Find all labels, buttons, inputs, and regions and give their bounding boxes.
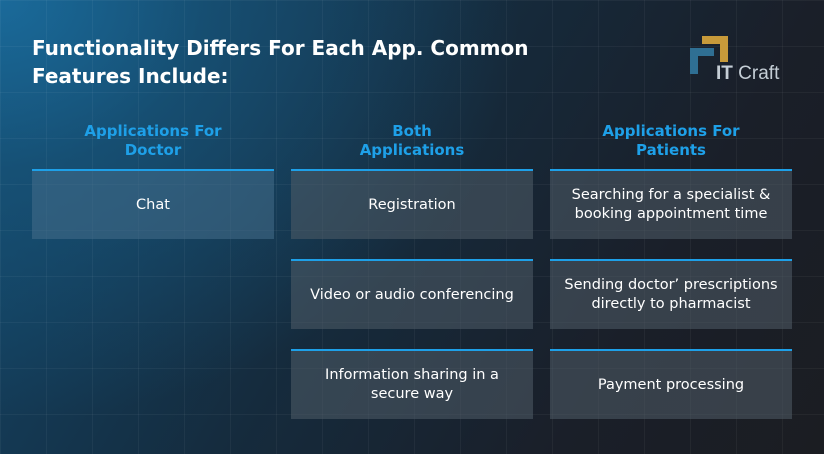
heading-patients-line-1: Applications For xyxy=(602,122,740,140)
heading-patients: Applications For Patients xyxy=(550,122,792,160)
heading-doctor-line-1: Applications For xyxy=(84,122,222,140)
heading-doctor: Applications For Doctor xyxy=(32,122,274,160)
feature-card-chat: Chat xyxy=(32,169,274,239)
heading-both-line-1: Both xyxy=(392,122,432,140)
feature-card-registration: Registration xyxy=(291,169,533,239)
feature-card-payment-processing: Payment processing xyxy=(550,349,792,419)
heading-both: Both Applications xyxy=(291,122,533,160)
feature-card-sending-prescriptions: Sending doctor’ prescriptions directly t… xyxy=(550,259,792,329)
heading-both-line-2: Applications xyxy=(359,141,465,159)
page-title: Functionality Differs For Each App. Comm… xyxy=(32,34,632,90)
title-line-2: Features Include: xyxy=(32,64,229,88)
feature-card-information-sharing: Information sharing in a secure way xyxy=(291,349,533,419)
feature-card-searching-specialist: Searching for a specialist & booking app… xyxy=(550,169,792,239)
heading-patients-line-2: Patients xyxy=(636,141,706,159)
itcraft-logo-icon xyxy=(690,36,728,74)
logo-it: IT xyxy=(716,63,733,84)
logo-craft: Craft xyxy=(738,63,780,84)
heading-doctor-line-2: Doctor xyxy=(124,141,182,159)
feature-card-video-conferencing: Video or audio conferencing xyxy=(291,259,533,329)
logo-wordmark: IT Craft xyxy=(716,63,779,85)
itcraft-logo: IT Craft xyxy=(688,36,798,92)
title-line-1: Functionality Differs For Each App. Comm… xyxy=(32,36,529,60)
